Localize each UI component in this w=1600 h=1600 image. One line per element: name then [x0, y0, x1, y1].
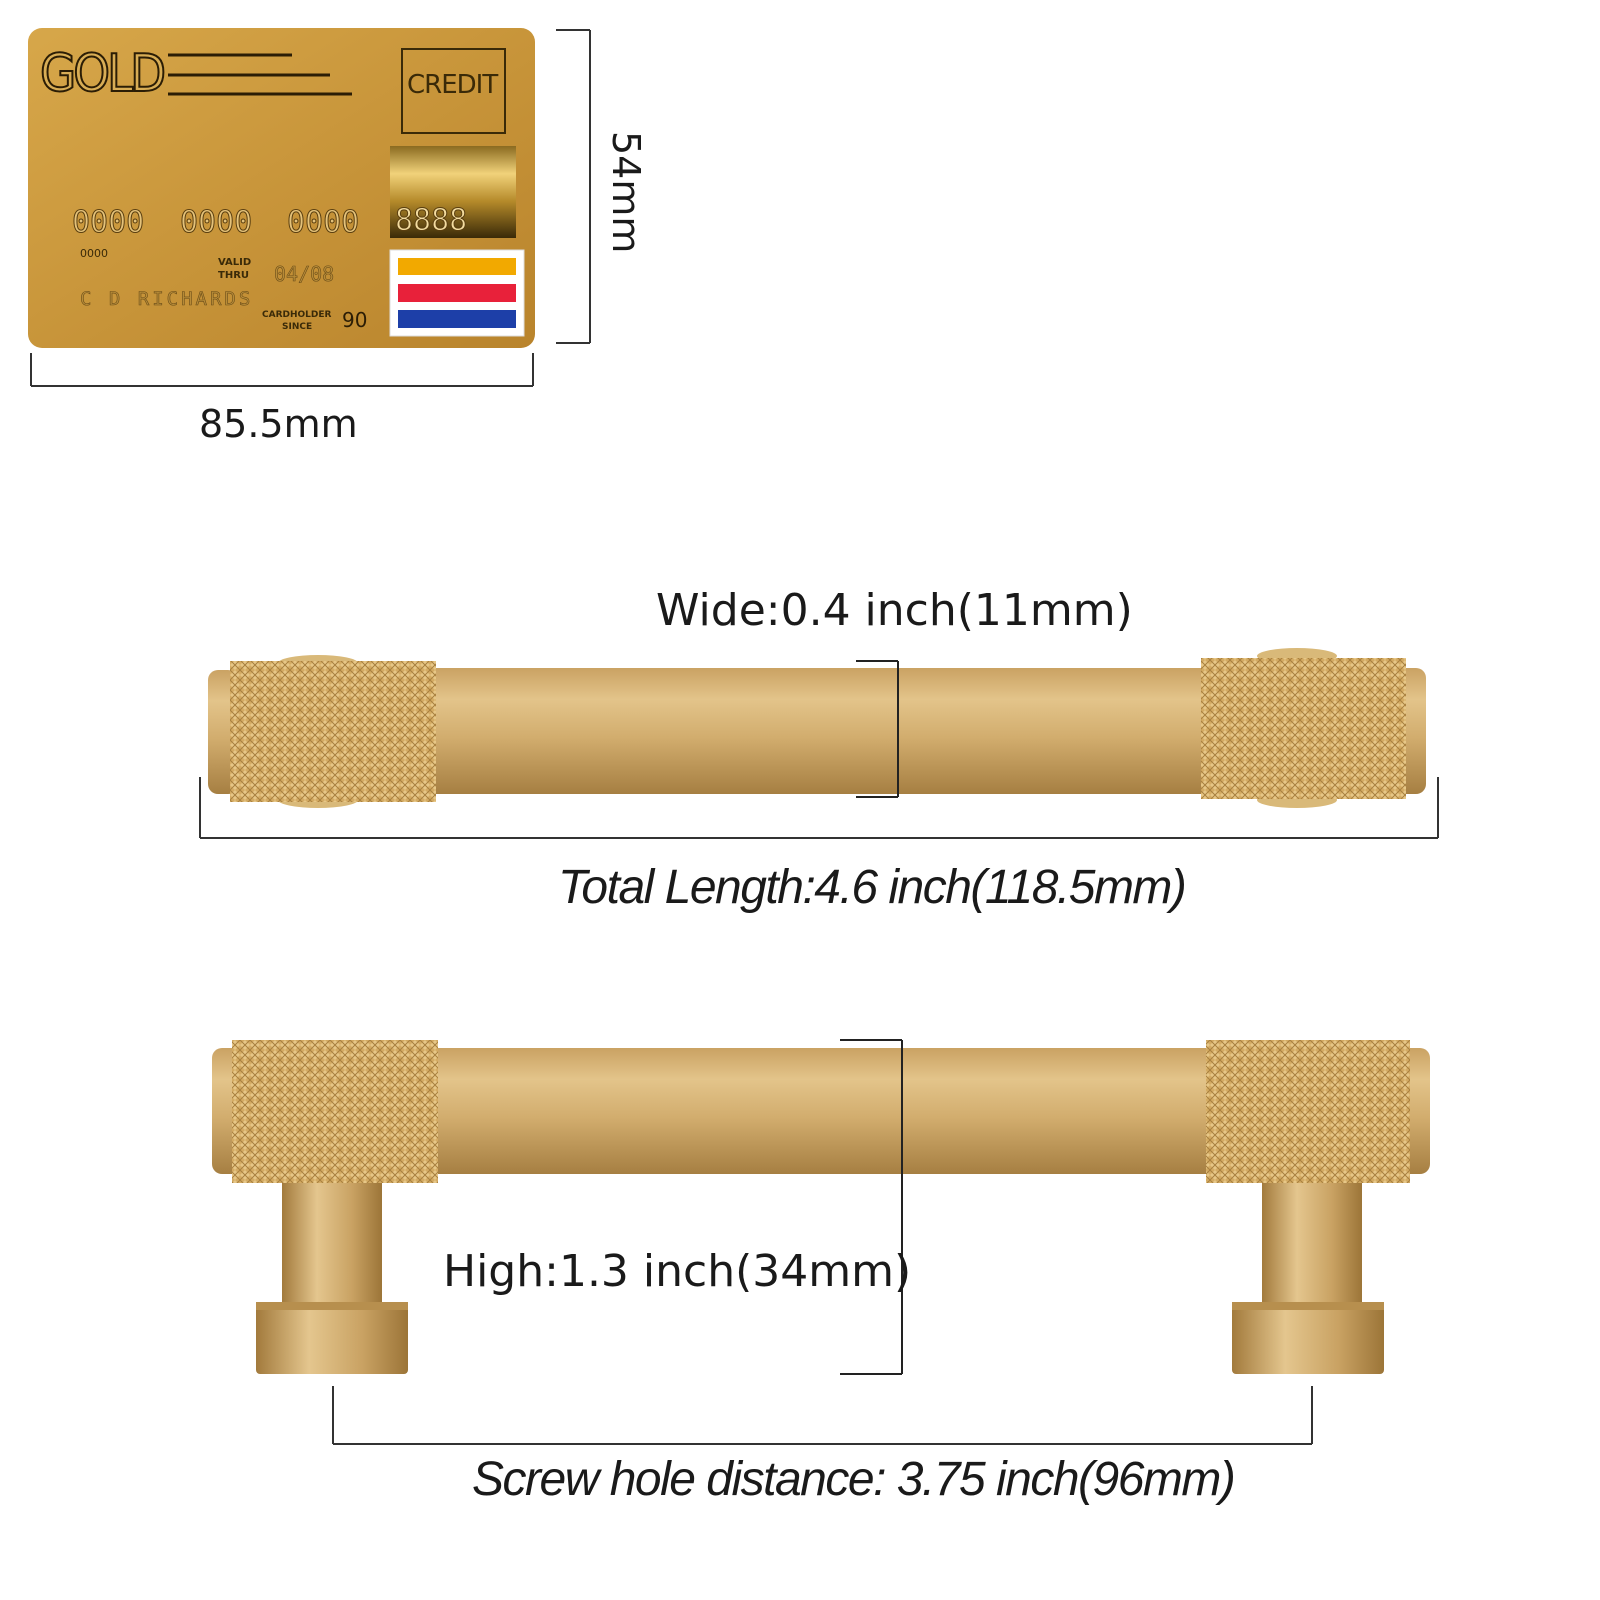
total-length-label: Total Length:4.6 inch(118.5mm): [558, 861, 1187, 914]
screw-hole-distance-label: Screw hole distance: 3.75 inch(96mm): [472, 1453, 1236, 1506]
card-number-group-3: 0000: [286, 205, 360, 241]
card-small-number: 0000: [80, 247, 108, 260]
total-length-bracket: [199, 777, 1439, 839]
card-type: CREDIT: [407, 70, 498, 100]
card-width-bracket: [30, 353, 534, 387]
card-since-label-1: CARDHOLDER: [262, 310, 332, 320]
card-since-label-2: SINCE: [282, 322, 313, 332]
high-label: High:1.3 inch(34mm): [443, 1246, 912, 1297]
card-number-group-1: 0000: [71, 205, 145, 241]
card-height-label: 54mm: [604, 131, 648, 254]
wide-bracket: [856, 660, 899, 798]
wide-label: Wide:0.4 inch(11mm): [656, 585, 1133, 636]
card-valid-label-2: THRU: [218, 270, 250, 281]
card-valid-label-1: VALID: [218, 257, 252, 268]
screw-hole-bracket: [332, 1386, 1313, 1445]
credit-card: [28, 28, 535, 348]
card-valid-thru: 04/08: [274, 262, 335, 287]
card-holder-name: C D RICHARDS: [80, 288, 254, 311]
card-brand: GOLD: [39, 43, 167, 105]
card-width-label: 85.5mm: [199, 402, 358, 446]
high-bracket: [840, 1039, 903, 1375]
handle-side-view: [212, 1040, 1430, 1374]
card-height-bracket: [556, 29, 591, 344]
card-since-value: 90: [342, 308, 368, 332]
card-number-group-2: 0000: [179, 205, 253, 241]
handle-top-view: [208, 648, 1426, 808]
card-number-group-4: 8888: [394, 203, 468, 239]
